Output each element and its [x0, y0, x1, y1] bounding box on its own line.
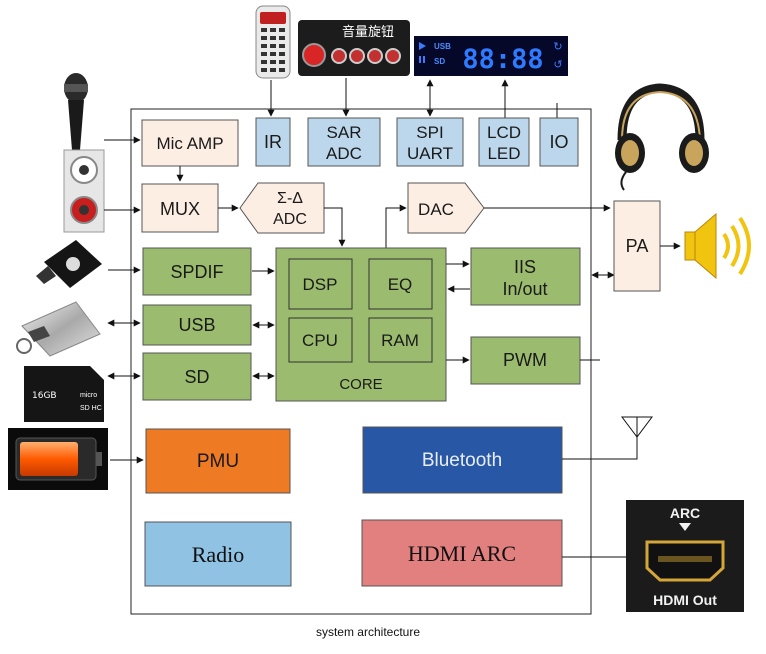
sd-label: SD — [184, 367, 209, 387]
eq-block — [368, 258, 433, 310]
diagram-caption: system architecture — [316, 625, 420, 639]
spi-label-1: SPI — [416, 123, 443, 142]
hdmi-port-icon: ARC HDMI Out — [626, 500, 744, 612]
bluetooth-label: Bluetooth — [422, 450, 502, 471]
cpu-block — [288, 317, 353, 363]
sd-block: SD — [142, 352, 252, 401]
pmu-block: PMU — [145, 428, 291, 494]
core-dac-link — [385, 204, 407, 248]
ram-block — [368, 317, 433, 363]
lcd-digits: 88:88 — [462, 44, 543, 75]
mic-amp-block: Mic AMP — [141, 119, 239, 167]
spdif-connector-icon — [36, 240, 102, 288]
hdmi-port-arc-label: ARC — [670, 505, 700, 521]
spdif-label: SPDIF — [170, 262, 223, 282]
spdif-block: SPDIF — [142, 247, 252, 296]
spi-label-2: UART — [407, 144, 453, 163]
dsp-label: DSP — [303, 275, 338, 294]
bluetooth-antenna-link — [562, 437, 638, 460]
ir-block: IR — [255, 117, 291, 167]
ir-label: IR — [264, 132, 282, 152]
pwm-block: PWM — [470, 336, 581, 385]
volume-knob-label: 音量旋钮 — [342, 24, 394, 40]
dsp-block — [288, 258, 353, 310]
sd-card-brand: micro — [80, 392, 97, 399]
core-block: DSP EQ CPU RAM CORE — [275, 247, 447, 402]
spi-uart-block: SPI UART — [396, 117, 464, 167]
volume-knob-panel-icon: 音量旋钮 — [298, 20, 410, 76]
cpu-label: CPU — [302, 331, 338, 350]
speaker-icon — [684, 212, 751, 280]
dac-label: DAC — [418, 200, 454, 219]
adc-core-link — [324, 207, 346, 247]
radio-label: Radio — [192, 542, 245, 567]
hdmi-arc-block: HDMI ARC — [361, 519, 563, 587]
iis-label-1: IIS — [514, 257, 536, 277]
microphone-icon — [64, 73, 88, 150]
lcd-display-icon: USB SD 88:88 ↻ ↺ — [414, 36, 568, 76]
sar-label-1: SAR — [327, 123, 362, 142]
usb-drive-icon — [16, 301, 101, 357]
svg-text:↺: ↺ — [553, 59, 562, 71]
dac-block: DAC — [407, 182, 485, 234]
bluetooth-block: Bluetooth — [362, 426, 563, 494]
lcd-sd-label: SD — [434, 57, 445, 66]
pwm-label: PWM — [503, 350, 547, 370]
pa-label: PA — [626, 236, 649, 256]
ram-label: RAM — [381, 331, 419, 350]
sd-card-icon: 16GB micro SD HC — [24, 366, 104, 422]
iis-block: IIS In/out — [470, 247, 581, 306]
sar-label-2: ADC — [326, 144, 362, 163]
sd-card-type: SD HC — [80, 405, 102, 412]
iis-label-2: In/out — [502, 279, 547, 299]
lcd-usb-label: USB — [434, 42, 451, 51]
battery-icon — [8, 428, 108, 490]
io-label: IO — [549, 132, 568, 152]
lcd-label-1: LCD — [487, 123, 521, 142]
sar-adc-block: SAR ADC — [307, 117, 381, 167]
hdmi-out-label: HDMI Out — [653, 592, 717, 608]
sigma-delta-label-2: ADC — [273, 211, 307, 228]
radio-block: Radio — [144, 521, 292, 587]
io-block: IO — [539, 117, 579, 167]
rca-jacks-icon — [63, 149, 105, 233]
sigma-delta-adc-block: Σ-Δ ADC — [239, 182, 325, 234]
usb-label: USB — [178, 315, 215, 335]
core-label: CORE — [339, 376, 382, 393]
headphones-icon — [615, 83, 709, 191]
lcd-label-2: LED — [487, 144, 520, 163]
svg-text:↻: ↻ — [553, 41, 562, 53]
sigma-delta-label-1: Σ-Δ — [277, 190, 303, 207]
mux-label: MUX — [160, 199, 200, 219]
pmu-label: PMU — [197, 451, 239, 472]
mux-block: MUX — [141, 183, 219, 233]
eq-label: EQ — [388, 275, 413, 294]
ir-remote-icon — [255, 5, 291, 79]
hdmi-arc-label: HDMI ARC — [408, 541, 516, 566]
lcd-led-block: LCD LED — [478, 117, 530, 167]
mic-amp-label: Mic AMP — [156, 134, 223, 153]
usb-block: USB — [142, 304, 252, 346]
antenna-icon — [621, 416, 653, 438]
pa-block: PA — [613, 200, 661, 292]
sd-card-capacity: 16GB — [32, 391, 57, 401]
